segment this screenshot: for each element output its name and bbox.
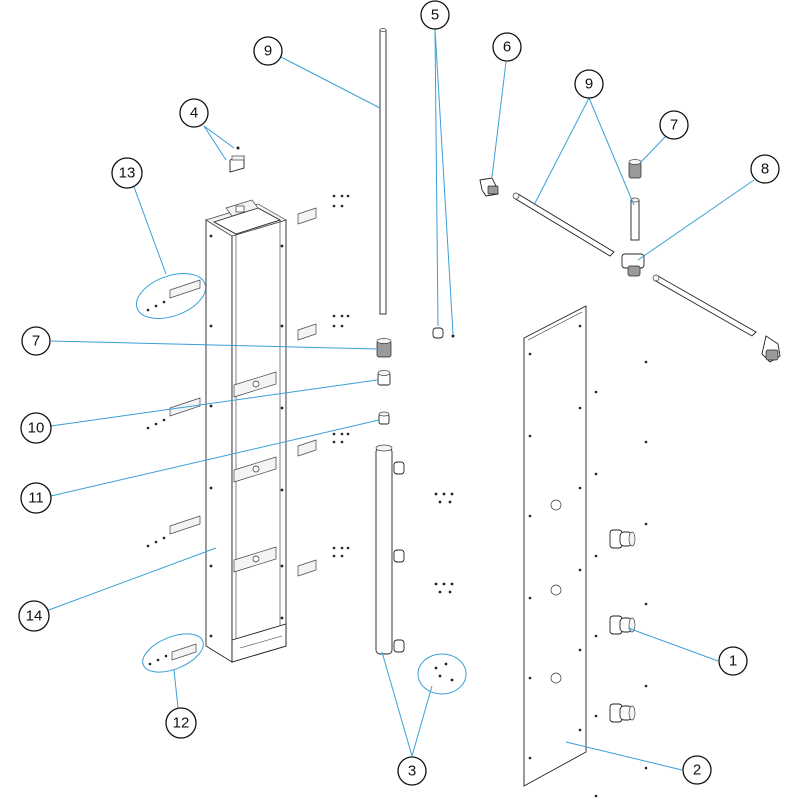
valve-knob: [609, 615, 636, 635]
leader-6: [491, 61, 507, 178]
callout-label: 2: [693, 762, 701, 779]
connector-left: [376, 338, 392, 358]
callout-3: 3: [397, 756, 427, 786]
leader-14: [45, 547, 217, 612]
callout-9-right: 9: [574, 69, 604, 99]
callout-label: 11: [28, 490, 44, 507]
leader-1: [627, 627, 719, 662]
leader-2: [565, 741, 683, 771]
callout-label: 14: [26, 608, 43, 625]
leader-lines: [45, 28, 755, 771]
leader-5-a: [434, 28, 439, 327]
callouts: 9 5 6 9 7 8 4 13: [18, 0, 780, 786]
callout-8: 8: [750, 154, 780, 184]
leader-7-right: [640, 135, 667, 163]
leader-3-b: [411, 685, 433, 757]
parts-layer: [146, 28, 781, 798]
callout-12: 12: [165, 707, 197, 739]
leader-4-b: [203, 125, 227, 161]
group-3-ellipse: [417, 653, 467, 695]
callout-label: 10: [28, 420, 45, 437]
leader-11: [50, 419, 380, 497]
connector-right: [628, 159, 642, 179]
nut: [377, 370, 391, 386]
callout-14: 14: [18, 600, 50, 632]
vertical-pipe: [379, 28, 387, 315]
callout-1: 1: [718, 646, 748, 676]
callout-5: 5: [420, 0, 450, 30]
valve-knobs: [609, 529, 636, 723]
callout-11: 11: [20, 482, 52, 514]
right-brackets: [297, 194, 350, 577]
callout-7-right: 7: [659, 110, 689, 140]
leader-9-right-b: [588, 97, 635, 206]
callout-label: 12: [173, 715, 190, 732]
leader-3-a: [381, 651, 413, 757]
callout-label: 3: [408, 763, 416, 780]
back-panel: [523, 305, 648, 798]
valve-knob: [609, 529, 636, 549]
leader-13: [133, 186, 167, 275]
horizontal-pipes: [512, 192, 757, 337]
washer: [378, 411, 390, 425]
left-brackets: [146, 279, 201, 666]
callout-4: 4: [179, 98, 209, 128]
callout-label: 7: [670, 117, 678, 134]
callout-label: 7: [32, 333, 40, 350]
leader-5-b: [434, 28, 454, 335]
callout-label: 1: [729, 653, 737, 670]
callout-label: 6: [503, 39, 511, 56]
top-bracket: [229, 146, 245, 173]
callout-6: 6: [492, 32, 522, 62]
callout-7-left: 7: [21, 326, 51, 356]
housing-box: [205, 199, 287, 663]
group-12-ellipse: [142, 633, 204, 673]
callout-label: 8: [761, 161, 769, 178]
leader-8: [637, 179, 755, 261]
callout-9-top: 9: [253, 36, 283, 66]
tee-fitting: [621, 253, 645, 277]
callout-10: 10: [20, 412, 52, 444]
leader-9-right-a: [533, 97, 590, 206]
group-13-ellipse: [135, 273, 207, 319]
callout-label: 4: [190, 105, 198, 122]
callout-label: 9: [585, 76, 593, 93]
leader-4-a: [203, 125, 235, 149]
elbow-fitting-top: [479, 177, 499, 197]
clip: [432, 327, 455, 339]
valve-knob: [609, 703, 636, 723]
callout-label: 9: [264, 43, 272, 60]
manifold-tube: [375, 444, 454, 682]
callout-2: 2: [682, 755, 712, 785]
leader-12: [173, 669, 179, 709]
callout-label: 13: [119, 165, 136, 182]
leader-9-top: [280, 56, 381, 109]
leader-7-left: [50, 340, 378, 350]
elbow-fitting-lower: [761, 335, 781, 363]
callout-label: 5: [431, 7, 439, 24]
leader-10: [50, 379, 378, 427]
callout-13: 13: [111, 157, 143, 189]
